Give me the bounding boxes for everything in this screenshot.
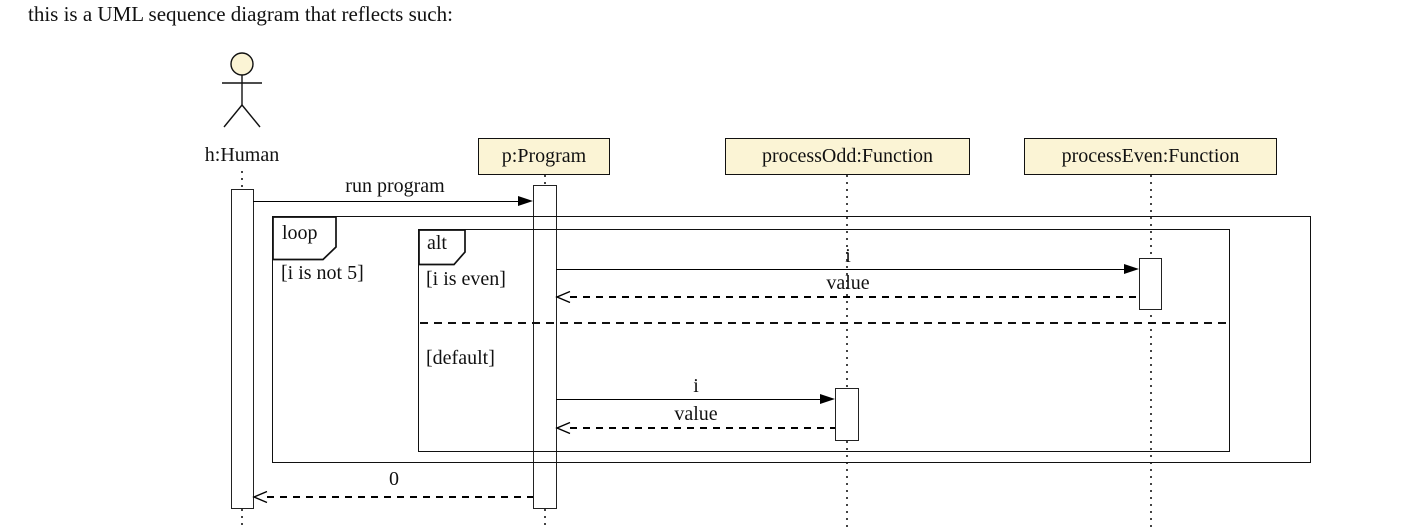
message-even-call-label: i [845, 245, 851, 267]
alt-operator-pentagon [418, 229, 466, 266]
activation-bar-program [533, 185, 557, 509]
activation-bar-processeven [1139, 258, 1162, 310]
message-even-return-line [570, 296, 1139, 298]
participant-label-processodd: processOdd:Function [761, 145, 934, 167]
message-odd-return-arrowhead-icon [555, 421, 571, 435]
message-human-return-label: 0 [389, 468, 399, 490]
lifeline-human-lower [241, 509, 243, 528]
message-run-program-arrowhead-icon [518, 196, 533, 206]
alt-guard-default-label: [default] [426, 347, 495, 369]
alt-operator-label: alt [427, 232, 447, 254]
actor-head [230, 52, 254, 76]
loop-guard-label: [i is not 5] [281, 262, 364, 284]
participant-label-program: p:Program [501, 145, 587, 167]
loop-fragment-frame [272, 216, 1311, 463]
participant-label-processeven: processEven:Function [1061, 145, 1240, 167]
message-odd-return-line [570, 427, 835, 429]
message-odd-call-arrowhead-icon [820, 394, 835, 404]
alt-divider-line [420, 322, 1229, 324]
lifeline-processodd [846, 175, 848, 528]
message-even-call-line [556, 269, 1125, 270]
actor-label: h:Human [204, 144, 280, 166]
lifeline-processeven [1150, 175, 1152, 528]
message-odd-call-label: i [693, 375, 699, 397]
participant-box-program: p:Program [478, 138, 610, 175]
lifeline-human-upper [241, 171, 243, 189]
message-run-program-label: run program [345, 175, 445, 197]
loop-operator-label: loop [282, 222, 318, 244]
message-even-return-label: value [826, 272, 870, 294]
message-even-call-arrowhead-icon [1124, 264, 1139, 274]
participant-box-processeven: processEven:Function [1024, 138, 1277, 175]
message-odd-return-label: value [674, 403, 718, 425]
message-human-return-arrowhead-icon [252, 490, 268, 504]
loop-operator-pentagon [272, 216, 337, 261]
message-human-return-line [267, 496, 533, 498]
caption-text: this is a UML sequence diagram that refl… [28, 2, 453, 26]
message-run-program-line [253, 201, 519, 202]
activation-bar-processodd [835, 388, 859, 441]
participant-box-processodd: processOdd:Function [725, 138, 970, 175]
lifeline-program-lower [544, 509, 546, 528]
activation-bar-human [231, 189, 254, 509]
actor-leg-left [223, 104, 243, 128]
actor-figure-icon [222, 52, 262, 128]
actor-leg-right [241, 104, 261, 128]
lifeline-program-upper [544, 175, 546, 185]
message-odd-call-line [556, 399, 821, 400]
alt-guard-even-label: [i is even] [426, 268, 506, 290]
alt-fragment-frame [418, 229, 1230, 452]
message-even-return-arrowhead-icon [555, 290, 571, 304]
